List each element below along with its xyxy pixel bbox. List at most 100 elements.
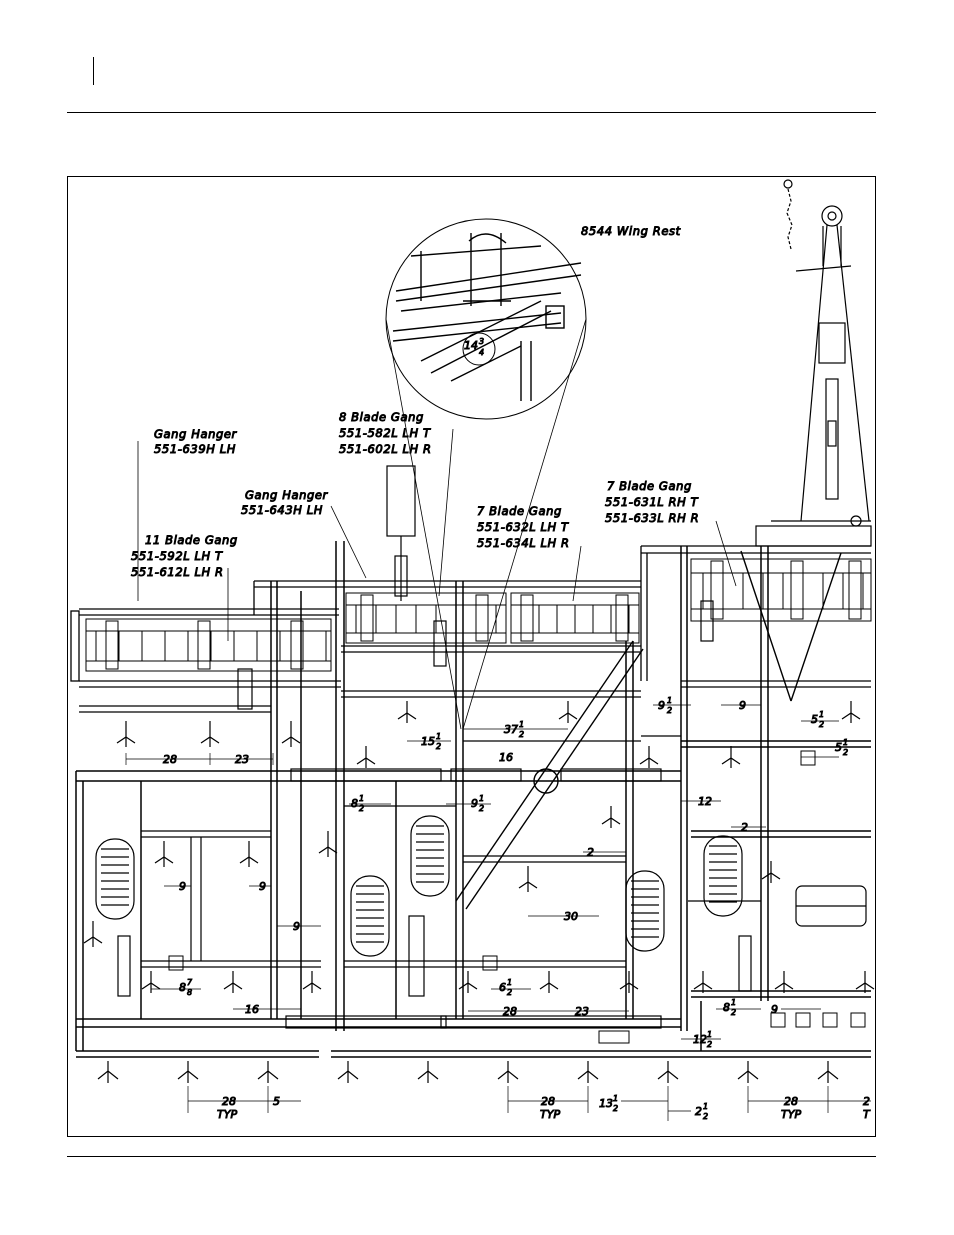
gang-hanger-lh-part: 551-639H LH xyxy=(154,442,236,456)
dim-5: 5 xyxy=(273,1095,280,1108)
blade11-r: 551-612L LH R xyxy=(131,565,224,579)
dim-2h-den: 2 xyxy=(703,1112,708,1121)
header-rule xyxy=(67,112,876,113)
dim-typ-1: TYP xyxy=(217,1108,237,1121)
dim-8-78-num: 7 xyxy=(187,978,193,987)
dim-28-d: 28 xyxy=(541,1095,555,1108)
dim-8b-num: 1 xyxy=(731,998,736,1007)
leader-lines xyxy=(137,428,737,641)
hydraulic-cylinder-top xyxy=(386,465,416,601)
dim-5a-num: 1 xyxy=(819,710,824,719)
wing-rest-detail xyxy=(385,218,587,730)
dim-8b-den: 2 xyxy=(731,1008,736,1017)
dim-23-b: 23 xyxy=(575,1005,589,1018)
dim-9b-den: 2 xyxy=(479,804,484,813)
dim-9a-den: 2 xyxy=(667,706,672,715)
dim-5-half-b: 5 xyxy=(835,741,842,754)
clamps xyxy=(168,750,866,1044)
upper-frame xyxy=(70,545,871,698)
cultivator-assembly-drawing: 14 3 4 xyxy=(70,179,875,1122)
blade11-title: 11 Blade Gang xyxy=(145,533,238,547)
header-vertical-rule xyxy=(93,57,94,85)
gang-hanger-lh-title: Gang Hanger xyxy=(154,427,238,441)
blade8-title: 8 Blade Gang xyxy=(339,410,424,424)
dim-2-c: 2 xyxy=(863,1095,870,1108)
footer-rule xyxy=(67,1156,876,1157)
dim-15-half: 15 xyxy=(421,735,435,748)
dim-37-den: 2 xyxy=(519,730,524,739)
dim-15-den: 2 xyxy=(436,742,441,751)
dim-9b-num: 1 xyxy=(479,794,484,803)
dim-8a-den: 2 xyxy=(359,804,364,813)
gang-blades-7r xyxy=(690,558,872,622)
dim-13-half: 13 xyxy=(599,1097,613,1110)
dim-2-b: 2 xyxy=(587,846,594,859)
dim-37-half: 37 xyxy=(504,723,518,736)
dim-28-b: 28 xyxy=(503,1005,517,1018)
dim-8-78-den: 8 xyxy=(187,988,192,997)
gang-hanger-2-title: Gang Hanger xyxy=(245,488,329,502)
dim-13-den: 2 xyxy=(613,1104,618,1113)
dim-6-half: 6 xyxy=(499,981,506,994)
detail-dim-frac-den: 4 xyxy=(479,348,484,357)
dim-28-c: 28 xyxy=(222,1095,236,1108)
cylinders-rails xyxy=(117,600,752,1029)
dim-8-half-b: 8 xyxy=(723,1001,730,1014)
dimension-lines xyxy=(125,704,871,1121)
dim-9-e: 9 xyxy=(293,920,300,933)
sweeps xyxy=(83,701,875,1083)
blade7r-t: 551-631L RH T xyxy=(605,495,699,509)
blade8-t: 551-582L LH T xyxy=(339,426,431,440)
dim-2-a: 2 xyxy=(741,821,748,834)
dim-8-half-a: 8 xyxy=(351,797,358,810)
dim-9a-num: 1 xyxy=(667,696,672,705)
dim-2-half: 2 xyxy=(695,1105,702,1118)
dim-16-a: 16 xyxy=(499,751,513,764)
gang-blades-7l xyxy=(510,592,640,644)
dim-12-den: 2 xyxy=(707,1040,712,1049)
dim-9-f: 9 xyxy=(771,1003,778,1016)
dim-5b-num: 1 xyxy=(843,738,848,747)
detail-dim-frac-num: 3 xyxy=(479,337,484,346)
dim-9-half-b: 9 xyxy=(471,797,478,810)
dim-15-num: 1 xyxy=(436,732,441,741)
blade7r-title: 7 Blade Gang xyxy=(607,479,692,493)
dim-5a-den: 2 xyxy=(819,720,824,729)
dim-6-den: 2 xyxy=(507,988,512,997)
dim-9-b: 9 xyxy=(739,699,746,712)
dim-typ-3: TYP xyxy=(781,1108,801,1121)
dim-9-c: 9 xyxy=(179,880,186,893)
gang-hanger-2-part: 551-643H LH xyxy=(241,503,323,517)
dim-6-num: 1 xyxy=(507,978,512,987)
dim-28-e: 28 xyxy=(784,1095,798,1108)
dim-2h-num: 1 xyxy=(703,1102,708,1111)
dim-30: 30 xyxy=(564,910,578,923)
dim-typ-2: TYP xyxy=(540,1108,560,1121)
dim-13-num: 1 xyxy=(613,1094,618,1103)
dim-12-half: 12 xyxy=(693,1033,707,1046)
blade7l-t: 551-632L LH T xyxy=(477,520,569,534)
cross-members xyxy=(79,705,761,968)
callouts: 8544 Wing Rest Gang Hanger 551-639H LH 8… xyxy=(131,224,700,580)
blade7l-title: 7 Blade Gang xyxy=(477,504,562,518)
dim-37-num: 1 xyxy=(519,720,524,729)
gang-blades-8 xyxy=(345,592,507,644)
dim-5b-den: 2 xyxy=(843,748,848,757)
detail-dim-label: 14 xyxy=(464,339,478,352)
dim-12: 12 xyxy=(698,795,712,808)
blade7r-r: 551-633L RH R xyxy=(605,511,699,525)
gang-blades-11 xyxy=(85,618,332,672)
dim-8-78: 8 xyxy=(179,981,186,994)
blade7l-r: 551-634L LH R xyxy=(477,536,570,550)
blade8-r: 551-602L LH R xyxy=(339,442,432,456)
hitch-tower xyxy=(755,179,872,547)
main-frame xyxy=(75,541,871,1058)
dim-8a-num: 1 xyxy=(359,794,364,803)
dimension-labels: 28 23 15 1 2 37 1 2 16 9 1 2 9 5 1 2 5 1… xyxy=(163,696,872,1122)
dim-23-a: 23 xyxy=(235,753,249,766)
dim-5-half-a: 5 xyxy=(811,713,818,726)
dim-12-num: 1 xyxy=(707,1030,712,1039)
figure-frame: 14 3 4 xyxy=(67,176,876,1137)
wing-rest-label: 8544 Wing Rest xyxy=(581,224,681,238)
dim-9-half-a: 9 xyxy=(658,699,665,712)
